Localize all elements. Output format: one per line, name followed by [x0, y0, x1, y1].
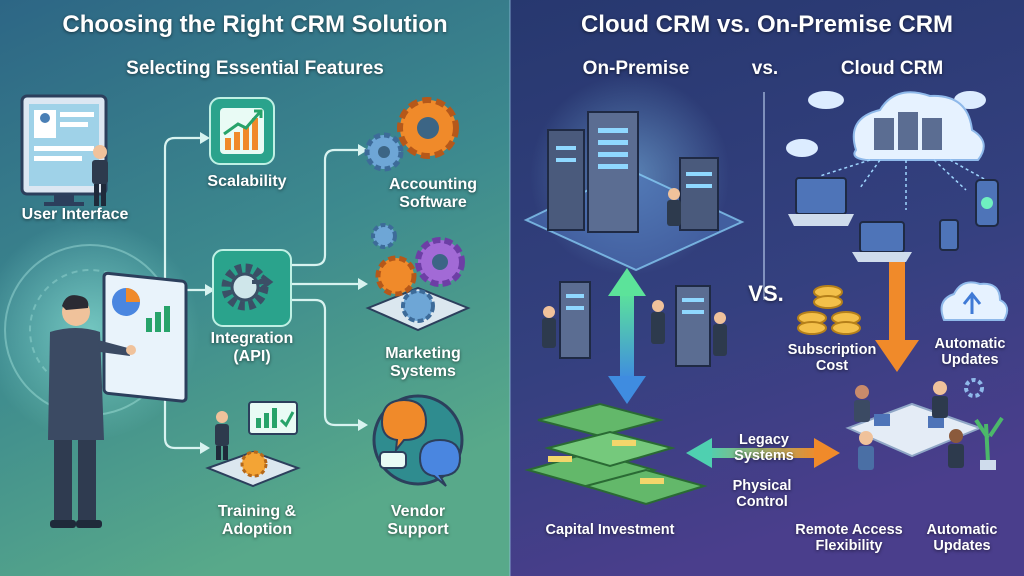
marketing-systems-gears-icon: [365, 223, 471, 332]
left-panel-subtitle: Selecting Essential Features: [126, 58, 384, 79]
label-legacy-systems: Legacy Systems: [734, 432, 794, 465]
training-adoption-icon: [205, 401, 301, 488]
user-figure-icon: [92, 145, 108, 206]
label-accounting-software: Accounting Software: [389, 176, 477, 211]
header-cloud-crm: Cloud CRM: [840, 58, 944, 79]
label-user-interface: User Interface: [21, 206, 129, 223]
user-interface-monitor-icon: [20, 94, 108, 206]
left-panel-title: Choosing the Right CRM Solution: [62, 11, 448, 38]
scalability-chart-icon: [209, 97, 275, 165]
up-down-arrow-icon: [608, 268, 646, 404]
accounting-software-gears-icon: [364, 97, 459, 172]
capital-investment-cash-icon: [524, 402, 708, 506]
label-marketing-systems: Marketing Systems: [385, 345, 461, 380]
left-right-arrow-icon: [686, 438, 840, 468]
vendor-support-icon: [372, 394, 464, 487]
label-training-adoption: Training & Adoption: [217, 503, 297, 538]
label-scalability: Scalability: [207, 173, 287, 190]
label-remote-access-flexibility: Remote Access Flexibility: [795, 522, 903, 555]
header-on-premise: On-Premise: [582, 58, 690, 79]
orange-down-arrow-icon: [875, 262, 919, 372]
subscription-coins-icon: [797, 285, 861, 335]
right-panel-title: Cloud CRM vs. On-Premise CRM: [580, 11, 954, 38]
on-premise-servers-icon: [523, 75, 745, 275]
label-vendor-support: Vendor Support: [387, 503, 449, 538]
integration-gear-icon: [212, 249, 292, 327]
technicians-server-racks-icon: [542, 281, 727, 367]
presenter-figure-icon: [48, 271, 188, 528]
automatic-updates-cloud-icon: [940, 281, 1009, 398]
label-subscription-cost: Subscription Cost: [787, 342, 877, 375]
label-capital-investment: Capital Investment: [545, 522, 675, 538]
header-vs: vs.: [751, 58, 779, 79]
label-physical-control: Physical Control: [732, 478, 792, 511]
center-vs-label: VS.: [748, 281, 784, 306]
remote-team-meeting-icon: [845, 381, 1004, 470]
label-automatic-updates-top: Automatic Updates: [934, 336, 1006, 369]
label-integration: Integration (API): [210, 330, 294, 365]
label-automatic-updates-bottom: Automatic Updates: [926, 522, 998, 555]
cloud-crm-network-icon: [786, 91, 999, 262]
